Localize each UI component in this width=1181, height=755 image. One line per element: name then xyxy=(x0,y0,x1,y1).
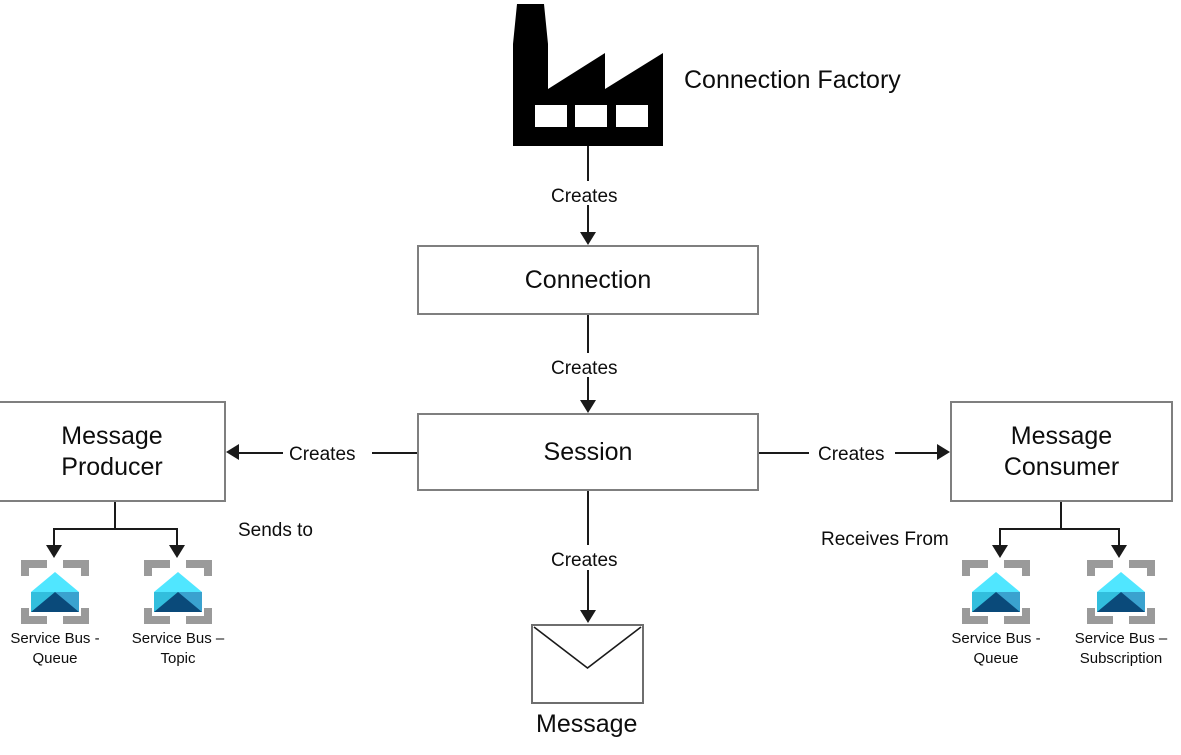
edge-session-consumer-left-seg xyxy=(759,452,809,454)
arrowhead-connection-session xyxy=(580,400,596,413)
service-bus-icon-wrapper xyxy=(142,558,214,626)
service-bus-caption-line1: Service Bus - xyxy=(951,630,1041,647)
service-bus-icon xyxy=(144,560,212,624)
arrowhead-session-consumer xyxy=(937,444,950,460)
edge-producer-branch-stem xyxy=(114,502,116,528)
connection-factory-label: Connection Factory xyxy=(684,66,901,94)
service-bus-caption-line1: Service Bus – xyxy=(131,630,225,647)
edge-factory-connection-lower xyxy=(587,205,589,233)
edge-producer-branch-bar xyxy=(53,528,176,530)
message-producer-label: Message Producer xyxy=(61,421,162,482)
service-bus-icon-wrapper xyxy=(1085,558,1157,626)
session-box[interactable]: Session xyxy=(417,413,759,491)
edge-label-session-message: Creates xyxy=(548,549,621,572)
message-consumer-label: Message Consumer xyxy=(1004,421,1119,482)
message-label: Message xyxy=(536,710,638,738)
service-bus-caption-line2: Queue xyxy=(973,650,1019,668)
message-envelope[interactable] xyxy=(531,624,644,704)
session-box-label: Session xyxy=(543,437,633,466)
message-consumer-box[interactable]: Message Consumer xyxy=(950,401,1173,502)
service-bus-icon xyxy=(962,560,1030,624)
service-bus-caption: Service Bus – Subscription xyxy=(1060,629,1181,670)
service-bus-icon xyxy=(1087,560,1155,624)
edge-session-producer-left-seg xyxy=(239,452,283,454)
connection-box[interactable]: Connection xyxy=(417,245,759,315)
edge-label-session-consumer: Creates xyxy=(815,443,888,466)
edge-consumer-branch-stem xyxy=(1060,502,1062,528)
edge-label-sends-to: Sends to xyxy=(238,520,313,541)
service-bus-icon-wrapper xyxy=(19,558,91,626)
message-producer-label-line1: Message xyxy=(61,422,163,450)
edge-factory-connection-upper xyxy=(587,146,589,181)
envelope-icon xyxy=(533,626,642,670)
edge-connection-session-upper xyxy=(587,315,589,353)
edge-consumer-branch-right xyxy=(1118,528,1120,546)
service-bus-node-consumer-queue[interactable]: Service Bus - Queue xyxy=(941,558,1051,670)
edge-connection-session-lower xyxy=(587,377,589,402)
edge-session-consumer-right-seg xyxy=(895,452,938,454)
edge-label-receives-from: Receives From xyxy=(821,529,949,550)
service-bus-caption: Service Bus – Topic xyxy=(123,629,233,670)
service-bus-caption-line1: Service Bus - xyxy=(10,630,100,647)
service-bus-icon-wrapper xyxy=(960,558,1032,626)
arrowhead-producer-queue xyxy=(46,545,62,558)
arrowhead-consumer-subscription xyxy=(1111,545,1127,558)
arrowhead-session-producer xyxy=(226,444,239,460)
factory-icon xyxy=(513,4,663,146)
edge-label-factory-connection: Creates xyxy=(548,185,621,208)
service-bus-node-producer-topic[interactable]: Service Bus – Topic xyxy=(123,558,233,670)
message-consumer-label-line1: Message xyxy=(1010,422,1113,450)
edge-session-message-lower xyxy=(587,570,589,611)
message-consumer-label-line2: Consumer xyxy=(1003,452,1120,481)
service-bus-caption: Service Bus - Queue xyxy=(0,629,110,670)
service-bus-caption-line2: Queue xyxy=(32,650,78,668)
service-bus-caption-line1: Service Bus – xyxy=(1074,630,1168,647)
arrowhead-session-message xyxy=(580,610,596,623)
service-bus-caption: Service Bus - Queue xyxy=(941,629,1051,670)
arrowhead-factory-connection xyxy=(580,232,596,245)
connection-box-label: Connection xyxy=(524,265,652,294)
message-producer-label-line2: Producer xyxy=(61,452,163,481)
service-bus-node-producer-queue[interactable]: Service Bus - Queue xyxy=(0,558,110,670)
edge-label-connection-session: Creates xyxy=(548,357,621,380)
edge-consumer-branch-left xyxy=(999,528,1001,546)
edge-session-producer-right-seg xyxy=(372,452,417,454)
edge-session-message-upper xyxy=(587,491,589,545)
message-producer-box[interactable]: Message Producer xyxy=(0,401,226,502)
edge-consumer-branch-bar xyxy=(999,528,1118,530)
edge-producer-branch-right xyxy=(176,528,178,546)
arrowhead-consumer-queue xyxy=(992,545,1008,558)
service-bus-icon xyxy=(21,560,89,624)
edge-label-session-producer: Creates xyxy=(286,443,359,466)
service-bus-node-consumer-subscription[interactable]: Service Bus – Subscription xyxy=(1060,558,1181,670)
service-bus-caption-line2: Subscription xyxy=(1079,650,1163,668)
connection-factory-node[interactable] xyxy=(513,4,666,146)
service-bus-caption-line2: Topic xyxy=(160,650,196,668)
edge-producer-branch-left xyxy=(53,528,55,546)
arrowhead-producer-topic xyxy=(169,545,185,558)
